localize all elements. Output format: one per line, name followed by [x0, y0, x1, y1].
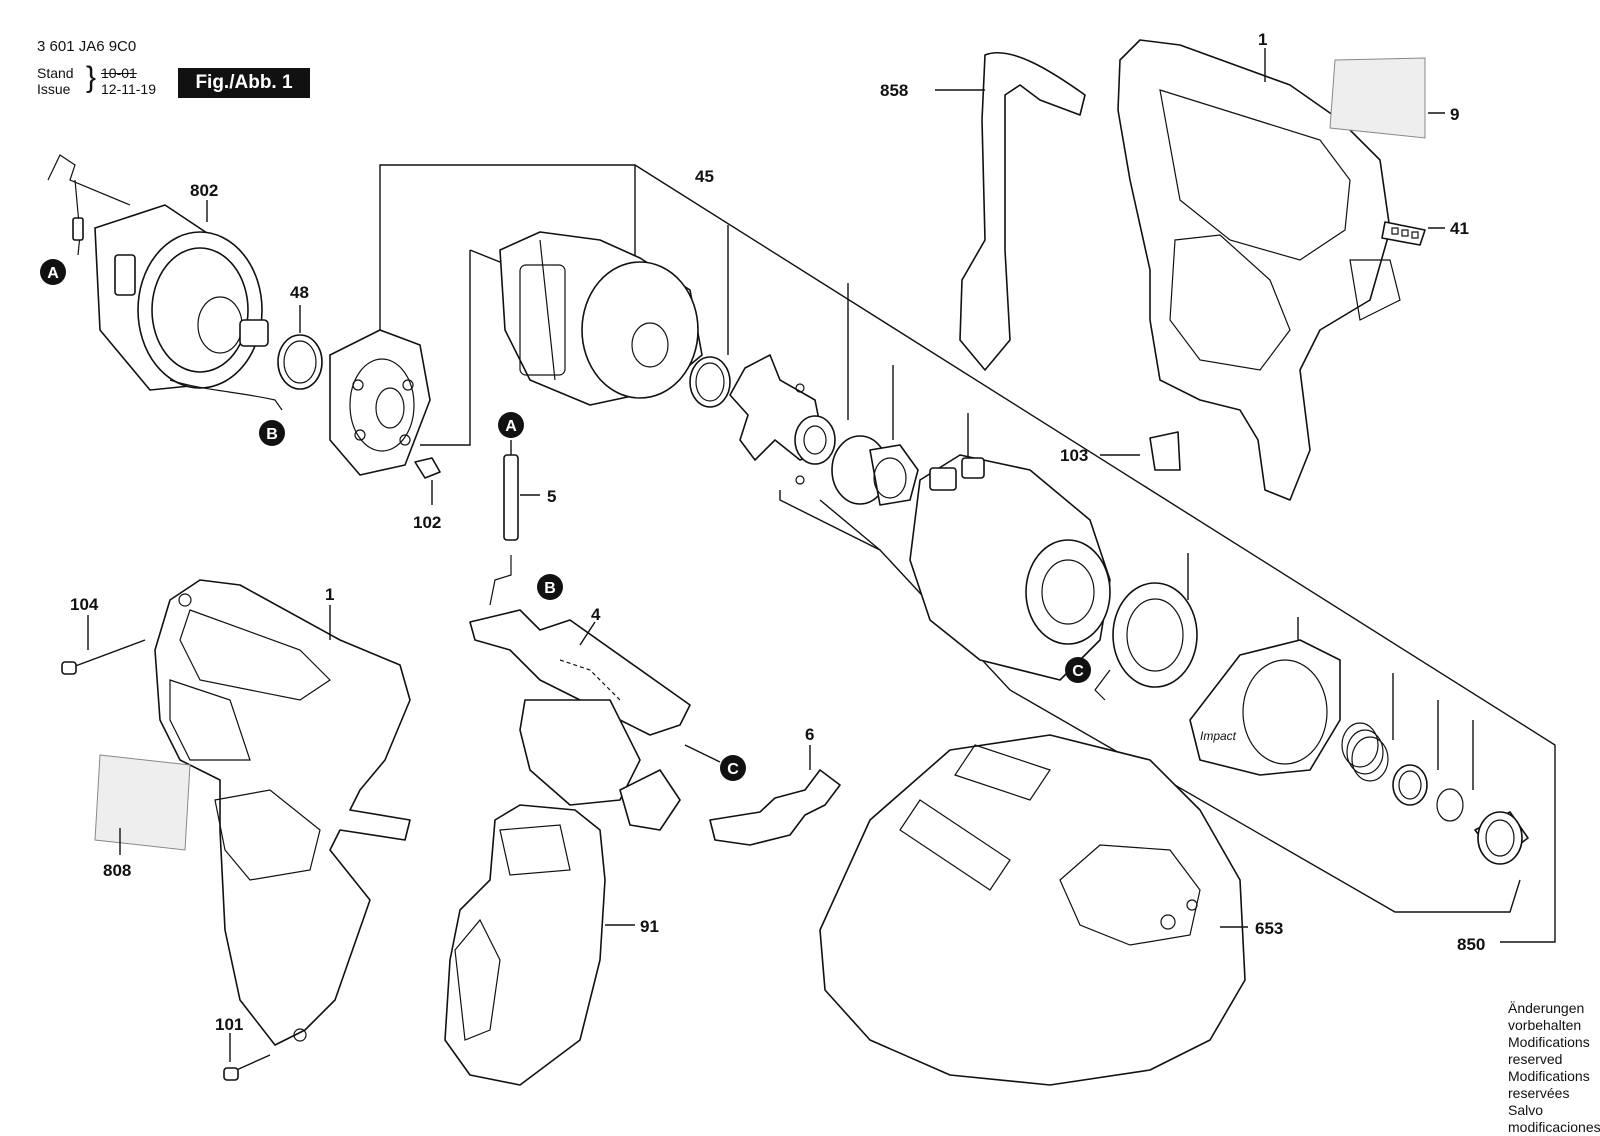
part-label-802: 802 — [190, 181, 218, 200]
connection-markers: A B A B C C — [40, 259, 1091, 781]
bearing-plate — [329, 329, 431, 476]
disclaimer-es: Salvo modificaciones — [1508, 1102, 1600, 1135]
housing-half-bottom — [154, 579, 411, 1046]
svg-text:C: C — [1072, 663, 1084, 680]
part-label-41: 41 — [1450, 219, 1469, 238]
wrist-strap-858 — [959, 52, 1086, 371]
part-label-850: 850 — [1457, 935, 1485, 954]
part-label-6: 6 — [805, 725, 814, 744]
marker-c-switch: C — [720, 755, 746, 781]
disclaimer-block: Änderungen vorbehalten Modifications res… — [1508, 1000, 1600, 1136]
part-label-9: 9 — [1450, 105, 1459, 124]
clip-103 — [1149, 431, 1181, 471]
spindle — [729, 354, 836, 485]
marker-a-motor: A — [40, 259, 66, 285]
leader-lines — [87, 48, 1445, 1062]
switch-4 — [469, 555, 691, 831]
motor-802 — [47, 154, 283, 411]
plate-41 — [1381, 221, 1426, 246]
o-ring-48 — [277, 305, 323, 390]
gearbox-45 — [499, 231, 703, 406]
marker-a-pin: A — [498, 412, 524, 438]
hammer-nut — [831, 435, 919, 506]
brace-icon: } — [86, 61, 97, 94]
part-label-1-bottom: 1 — [325, 585, 334, 604]
sleeve — [1474, 811, 1529, 865]
disclaimer-en: Modifications reserved — [1508, 1034, 1590, 1067]
housing-half-top — [1117, 39, 1401, 501]
assembly-bracket-lines — [379, 164, 1556, 943]
issue-date: 12-11-19 — [101, 81, 157, 97]
slider-6 — [709, 745, 841, 846]
part-label-4: 4 — [591, 605, 601, 624]
charger-653 — [819, 734, 1246, 1086]
circlip — [1436, 788, 1464, 822]
part-label-1-top: 1 — [1258, 30, 1267, 49]
screw-104 — [61, 639, 146, 675]
part-label-101: 101 — [215, 1015, 243, 1034]
switch-ring — [1094, 582, 1198, 701]
issue-label: Issue — [37, 81, 71, 97]
rating-label-9 — [1329, 57, 1426, 139]
label-808 — [94, 754, 191, 851]
part-label-104: 104 — [70, 595, 99, 614]
part-label-653: 653 — [1255, 919, 1283, 938]
battery-91 — [444, 804, 606, 1086]
part-label-48: 48 — [290, 283, 309, 302]
impact-cover: Impact — [1189, 639, 1341, 776]
stand-label: Stand — [37, 65, 74, 81]
disclaimer-fr: Modifications reservées — [1508, 1068, 1590, 1101]
marker-c-ring: C — [1065, 657, 1091, 683]
figure-label: Fig./Abb. 1 — [178, 68, 310, 98]
document-number: 3 601 JA6 9C0 — [37, 38, 137, 55]
retaining-ring — [689, 356, 731, 408]
part-label-45: 45 — [695, 167, 714, 186]
svg-text:A: A — [47, 265, 59, 282]
part-label-102: 102 — [413, 513, 441, 532]
marker-b-motor: B — [259, 420, 285, 446]
stand-date: 10-01 — [101, 65, 137, 81]
washer — [1392, 764, 1428, 806]
pin-5 — [503, 440, 519, 541]
svg-text:B: B — [544, 580, 556, 597]
svg-text:A: A — [505, 418, 517, 435]
part-label-103: 103 — [1060, 446, 1088, 465]
part-label-808: 808 — [103, 861, 131, 880]
part-number-labels: 1 1 4 5 6 9 41 45 48 91 101 102 103 104 … — [70, 30, 1485, 1034]
svg-text:C: C — [727, 761, 739, 778]
disclaimer-de: Änderungen vorbehalten — [1508, 1000, 1585, 1033]
part-label-5: 5 — [547, 487, 556, 506]
svg-text:B: B — [266, 426, 278, 443]
screw-101 — [223, 1054, 271, 1081]
screw-102 — [414, 457, 441, 505]
part-label-91: 91 — [640, 917, 659, 936]
part-label-858: 858 — [880, 81, 908, 100]
impact-housing — [909, 454, 1111, 681]
marker-b-switch: B — [537, 574, 563, 600]
spring — [1341, 722, 1389, 782]
impact-text: Impact — [1200, 729, 1237, 743]
